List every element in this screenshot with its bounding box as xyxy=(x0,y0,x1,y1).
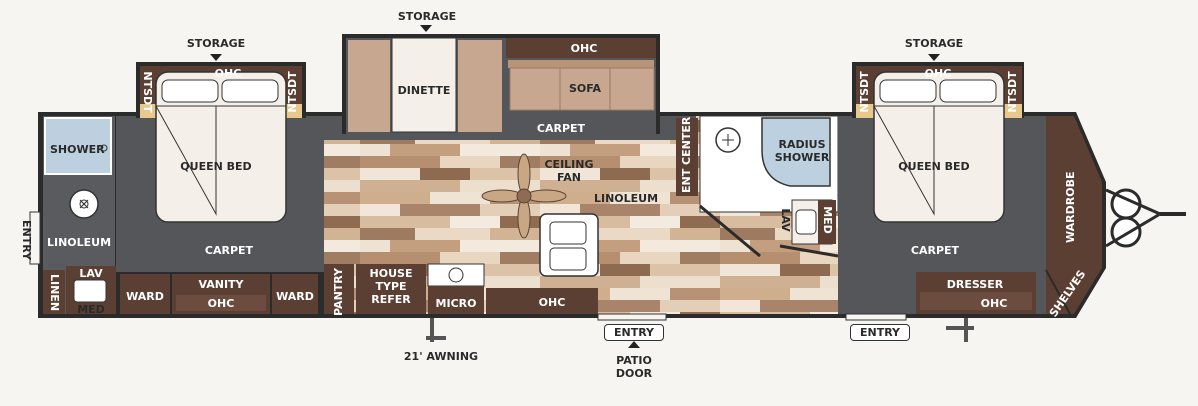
storage-label-left: STORAGE xyxy=(186,37,246,50)
ent-center-label: ENT CENTER xyxy=(680,116,693,193)
dresser-label: DRESSER xyxy=(946,278,1004,291)
radius-shower xyxy=(761,117,831,187)
storage-label-center: STORAGE xyxy=(397,10,457,23)
rear-entry-door xyxy=(29,211,41,265)
wardrobe-label: WARDROBE xyxy=(1064,171,1077,243)
shower-drain-left xyxy=(100,144,108,152)
lav-right-label: LAV xyxy=(779,208,792,232)
vanity-label: VANITY xyxy=(198,278,244,291)
ceiling-fan-label: CEILING FAN xyxy=(536,158,602,184)
kitchen-sink-b xyxy=(549,247,587,271)
refer-label: HOUSE TYPE REFER xyxy=(358,267,424,306)
ohc-slide-cabinet xyxy=(506,38,656,58)
ohc-dresser-label: OHC xyxy=(980,297,1008,310)
linen-label: LINEN xyxy=(48,274,61,312)
ceiling-fan-icon xyxy=(481,153,567,239)
linoleum-bath-label: LINOLEUM xyxy=(46,236,112,249)
sofa-seat-a xyxy=(509,67,561,111)
storage-arrow-center xyxy=(420,25,432,32)
refer-label-line3: REFER xyxy=(371,293,411,306)
queen-bed-right xyxy=(873,71,1005,223)
ward-left-a-label: WARD xyxy=(126,290,164,303)
ntsdt-right-b-label: NTSDT xyxy=(1006,71,1019,113)
ohc-left-bed-label: OHC xyxy=(214,67,242,80)
ohc-kitchen-cabinet xyxy=(486,288,598,314)
radius-shower-label: RADIUS SHOWER xyxy=(772,138,832,164)
radius-shower-label-line2: SHOWER xyxy=(774,151,830,164)
med-right-label: MED xyxy=(821,206,834,234)
linoleum-main-label: LINOLEUM xyxy=(593,192,659,205)
refer-cabinet xyxy=(356,264,426,314)
carpet-right-label: CARPET xyxy=(910,244,960,257)
patio-door-gap xyxy=(597,313,667,321)
wardrobe-cabinet xyxy=(1046,116,1102,314)
hitch-icon xyxy=(1105,188,1186,248)
ohc-vanity-label: OHC xyxy=(207,297,235,310)
shower-label: SHOWER xyxy=(50,143,105,156)
ntsdt-right-a-label: NTSDT xyxy=(858,71,871,113)
pantry-cabinet xyxy=(324,264,354,314)
dinette-bench-b xyxy=(458,40,502,132)
storage-arrow-right xyxy=(928,54,940,61)
pantry-label: PANTRY xyxy=(332,267,345,316)
refer-label-line2: TYPE xyxy=(375,280,407,293)
ceiling-fan-label-line1: CEILING xyxy=(544,158,594,171)
ward-left-b-label: WARD xyxy=(276,290,314,303)
ent-center-cabinet xyxy=(676,118,698,196)
ceiling-fan-label-line2: FAN xyxy=(557,171,581,184)
med-right-cabinet xyxy=(818,200,836,244)
radius-shower-label-line1: RADIUS xyxy=(778,138,826,151)
entry-patio-label: ENTRY xyxy=(604,324,664,341)
queen-bed-left-label: QUEEN BED xyxy=(180,160,252,173)
shower-left xyxy=(44,117,112,175)
med-left-label: MED xyxy=(77,303,105,316)
patio-door-label: PATIO DOOR xyxy=(610,354,658,380)
carpet-left-label: CARPET xyxy=(204,244,254,257)
refer-label-line1: HOUSE xyxy=(369,267,413,280)
ohc-kitchen-label: OHC xyxy=(538,296,566,309)
entry-front-label: ENTRY xyxy=(850,324,910,341)
queen-bed-left xyxy=(155,71,287,223)
awning-jack-icon xyxy=(430,318,434,342)
linen-cabinet xyxy=(43,270,65,314)
storage-label-right: STORAGE xyxy=(904,37,964,50)
ntsdt-left-b-label: NTSDT xyxy=(286,71,299,113)
lav-left-label: LAV xyxy=(79,267,103,280)
patio-door-label-line1: PATIO xyxy=(616,354,652,367)
sofa-label: SOFA xyxy=(568,82,602,95)
queen-bed-right-label: QUEEN BED xyxy=(898,160,970,173)
ward-left-a-cabinet xyxy=(120,274,170,314)
entry-rear-label: ENTRY xyxy=(20,220,33,261)
dinette-bench-a xyxy=(348,40,390,132)
ntsdt-left-a-label: NTSDT xyxy=(141,71,154,113)
dinette-label: DINETTE xyxy=(397,84,451,97)
patio-arrow xyxy=(628,341,640,348)
lav-left-sink xyxy=(73,279,107,303)
ohc-right-bed-label: OHC xyxy=(924,67,952,80)
awning-label: 21' AWNING xyxy=(403,350,479,363)
kitchen-sink-a xyxy=(549,221,587,245)
sofa-seat-c xyxy=(609,67,655,111)
range-top xyxy=(427,263,485,287)
ohc-slide-label: OHC xyxy=(570,42,598,55)
micro-cabinet xyxy=(428,286,484,314)
ward-left-b-cabinet xyxy=(272,274,318,314)
carpet-slide-label: CARPET xyxy=(536,122,586,135)
micro-label: MICRO xyxy=(435,297,477,310)
sofa-back xyxy=(508,60,654,68)
storage-arrow-left xyxy=(210,54,222,61)
dinette-table xyxy=(391,37,457,133)
patio-door-label-line2: DOOR xyxy=(615,367,653,380)
front-entry-door-gap xyxy=(845,313,907,321)
